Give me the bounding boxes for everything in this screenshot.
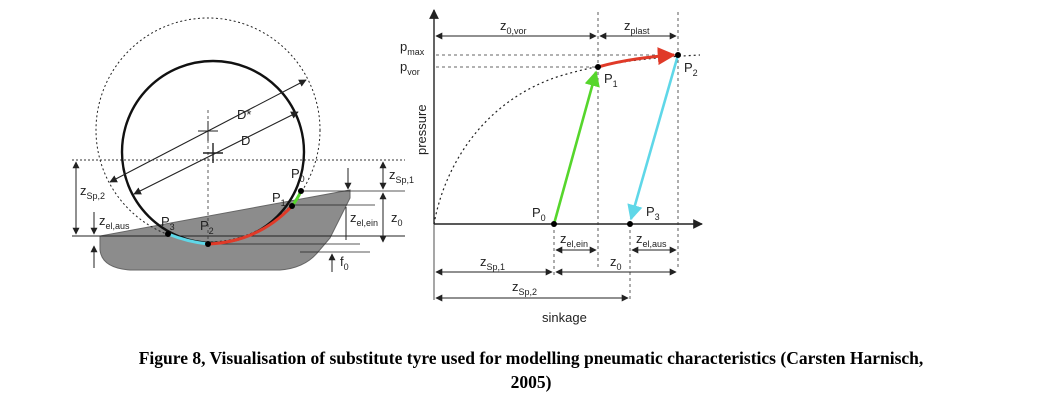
caption-line-1: Figure 8, Visualisation of substitute ty… [138,348,924,368]
chart-p1-label: P1 [604,71,618,89]
y-axis-label: pressure [414,104,429,155]
pmax-label: pmax [400,39,425,57]
unloading-path [627,54,680,221]
tyre-p3-point [165,231,171,237]
zelaus-chart-label: zel,aus [636,231,667,249]
caption-line-2: 2005) [510,372,552,392]
zsp1-chart-label: zSp,1 [480,254,505,272]
pvor-label: pvor [400,59,420,77]
chart-p0-label: P0 [532,205,546,223]
chart-p3-point [627,221,633,227]
z0-chart-label: z0 [610,254,622,272]
chart-p0-point [551,221,557,227]
plastic-path [597,47,676,69]
red-segment [207,204,294,246]
tyre-p2-point [205,241,211,247]
tyre-p0-label: P0 [291,166,305,184]
cyan-segment [167,232,209,246]
x-axis-label: sinkage [542,310,587,325]
zsp2-chart-label: zSp,2 [512,279,537,297]
zelaus-label: zel,aus [99,213,130,231]
zplast-label: zplast [624,18,650,36]
figure: D* D P0 P1 P2 P3 zSp,2 zel,aus zSp,1 z0 … [72,9,703,325]
chart-p2-label: P2 [684,60,698,78]
tyre-p0-point [298,188,304,194]
pressure-chart: pressure sinkage pmax pvor z0,vor zplast… [400,9,703,325]
d-label: D [241,133,250,148]
virgin-compression-curve [433,54,701,225]
tyre-p1-point [289,203,295,209]
zsp1-label: zSp,1 [389,167,414,185]
f0-label: f0 [340,254,349,272]
z0vor-label: z0,vor [500,18,527,36]
zelein-chart-label: zel,ein [560,231,588,249]
z0-label: z0 [391,210,403,228]
figure-caption: Figure 8, Visualisation of substitute ty… [0,346,1062,394]
tyre-p1-label: P1 [272,190,286,208]
tyre-p3-label: P3 [161,214,175,232]
chart-p3-label: P3 [646,204,660,222]
tyre-diagram: D* D P0 P1 P2 P3 zSp,2 zel,aus zSp,1 z0 … [72,17,414,272]
d-arrow [133,111,299,195]
d-star-label: D* [237,107,251,122]
zelein-label: zel,ein [350,210,378,228]
zsp2-label: zSp,2 [80,183,105,201]
tyre-p2-label: P2 [200,218,214,236]
chart-p1-point [595,64,601,70]
chart-p2-point [675,52,681,58]
loading-path [552,70,600,225]
figure-svg: D* D P0 P1 P2 P3 zSp,2 zel,aus zSp,1 z0 … [72,9,703,325]
